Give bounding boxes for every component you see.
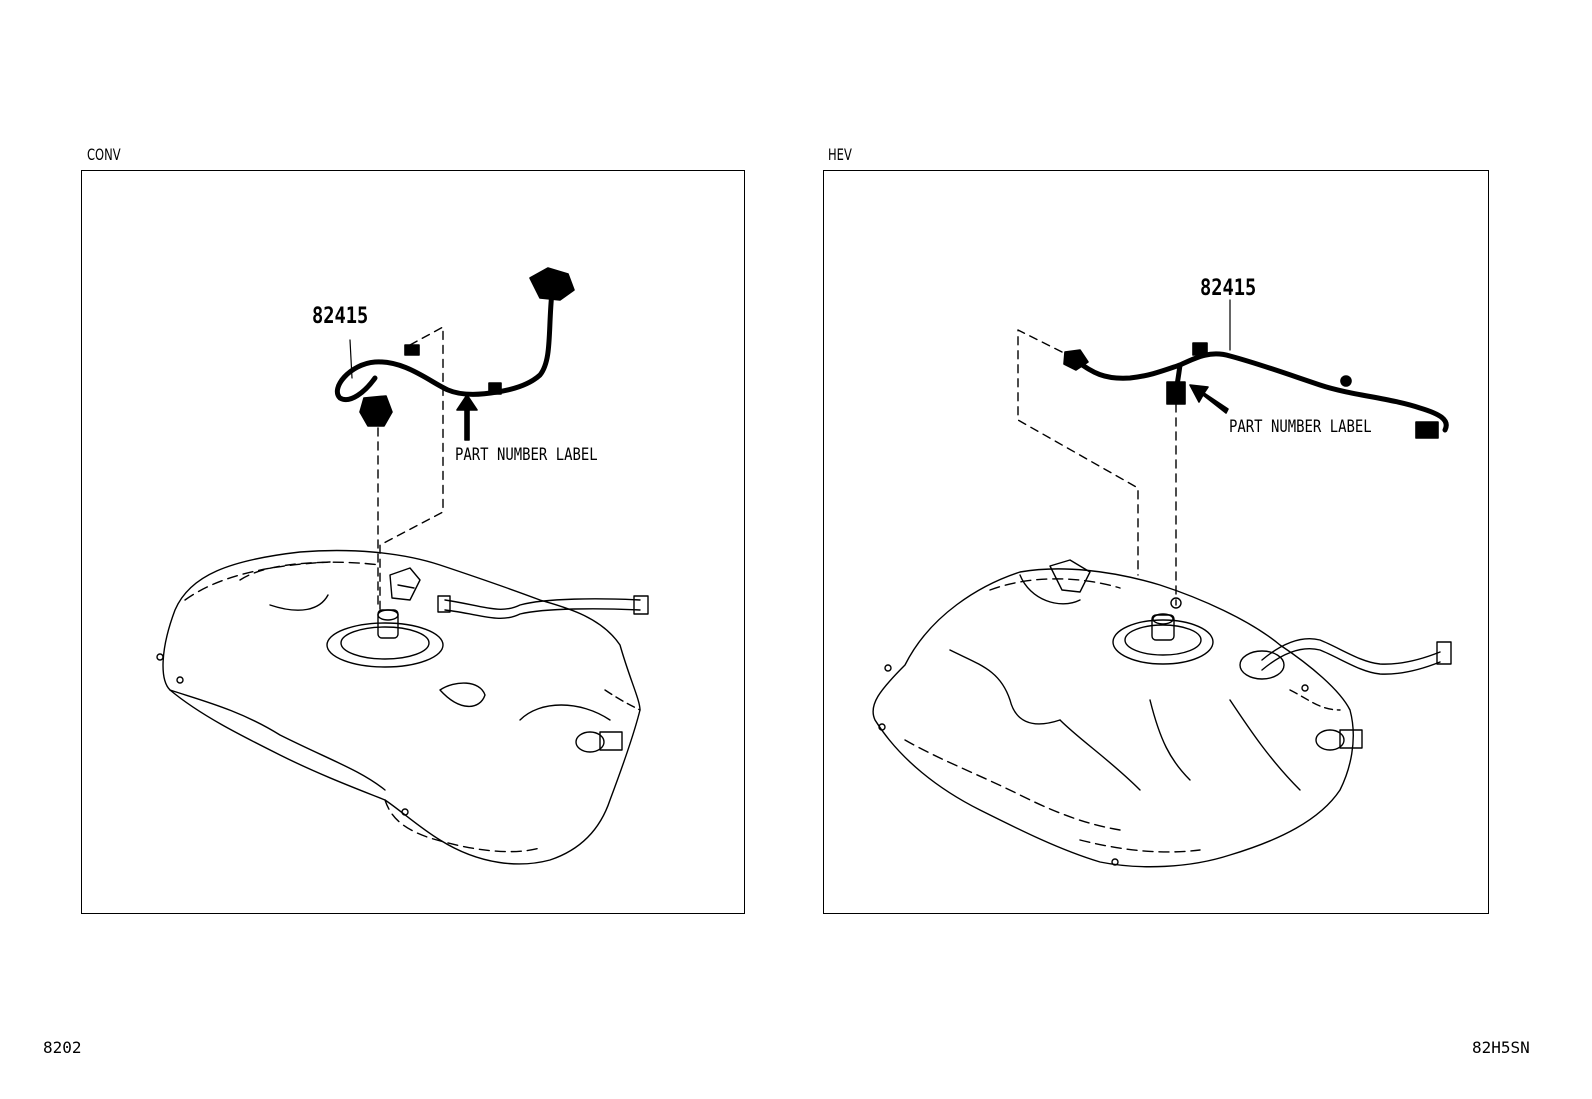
panel-frame-hev: [823, 170, 1489, 914]
part-number-conv: 82415: [312, 304, 369, 329]
footer-drawing-id: 82H5SN: [1472, 1038, 1530, 1057]
panel-label-hev: HEV: [828, 145, 852, 164]
panel-frame-conv: [81, 170, 745, 914]
hev-guide-lines: [1017, 329, 1177, 606]
panel-label-conv: CONV: [87, 145, 121, 164]
conv-harness: [335, 267, 575, 427]
hev-harness: [1063, 299, 1449, 439]
conv-callout-arrow: [456, 394, 478, 441]
conv-guide-lines: [377, 326, 444, 611]
hev-fuel-tank: [872, 559, 1452, 868]
callout-label-hev: PART NUMBER LABEL: [1229, 417, 1372, 437]
footer-figure-code: 8202: [43, 1038, 82, 1057]
hev-callout-arrow: [1189, 384, 1229, 414]
callout-label-conv: PART NUMBER LABEL: [455, 445, 598, 465]
conv-fuel-tank: [156, 549, 649, 865]
part-number-hev: 82415: [1200, 276, 1257, 301]
